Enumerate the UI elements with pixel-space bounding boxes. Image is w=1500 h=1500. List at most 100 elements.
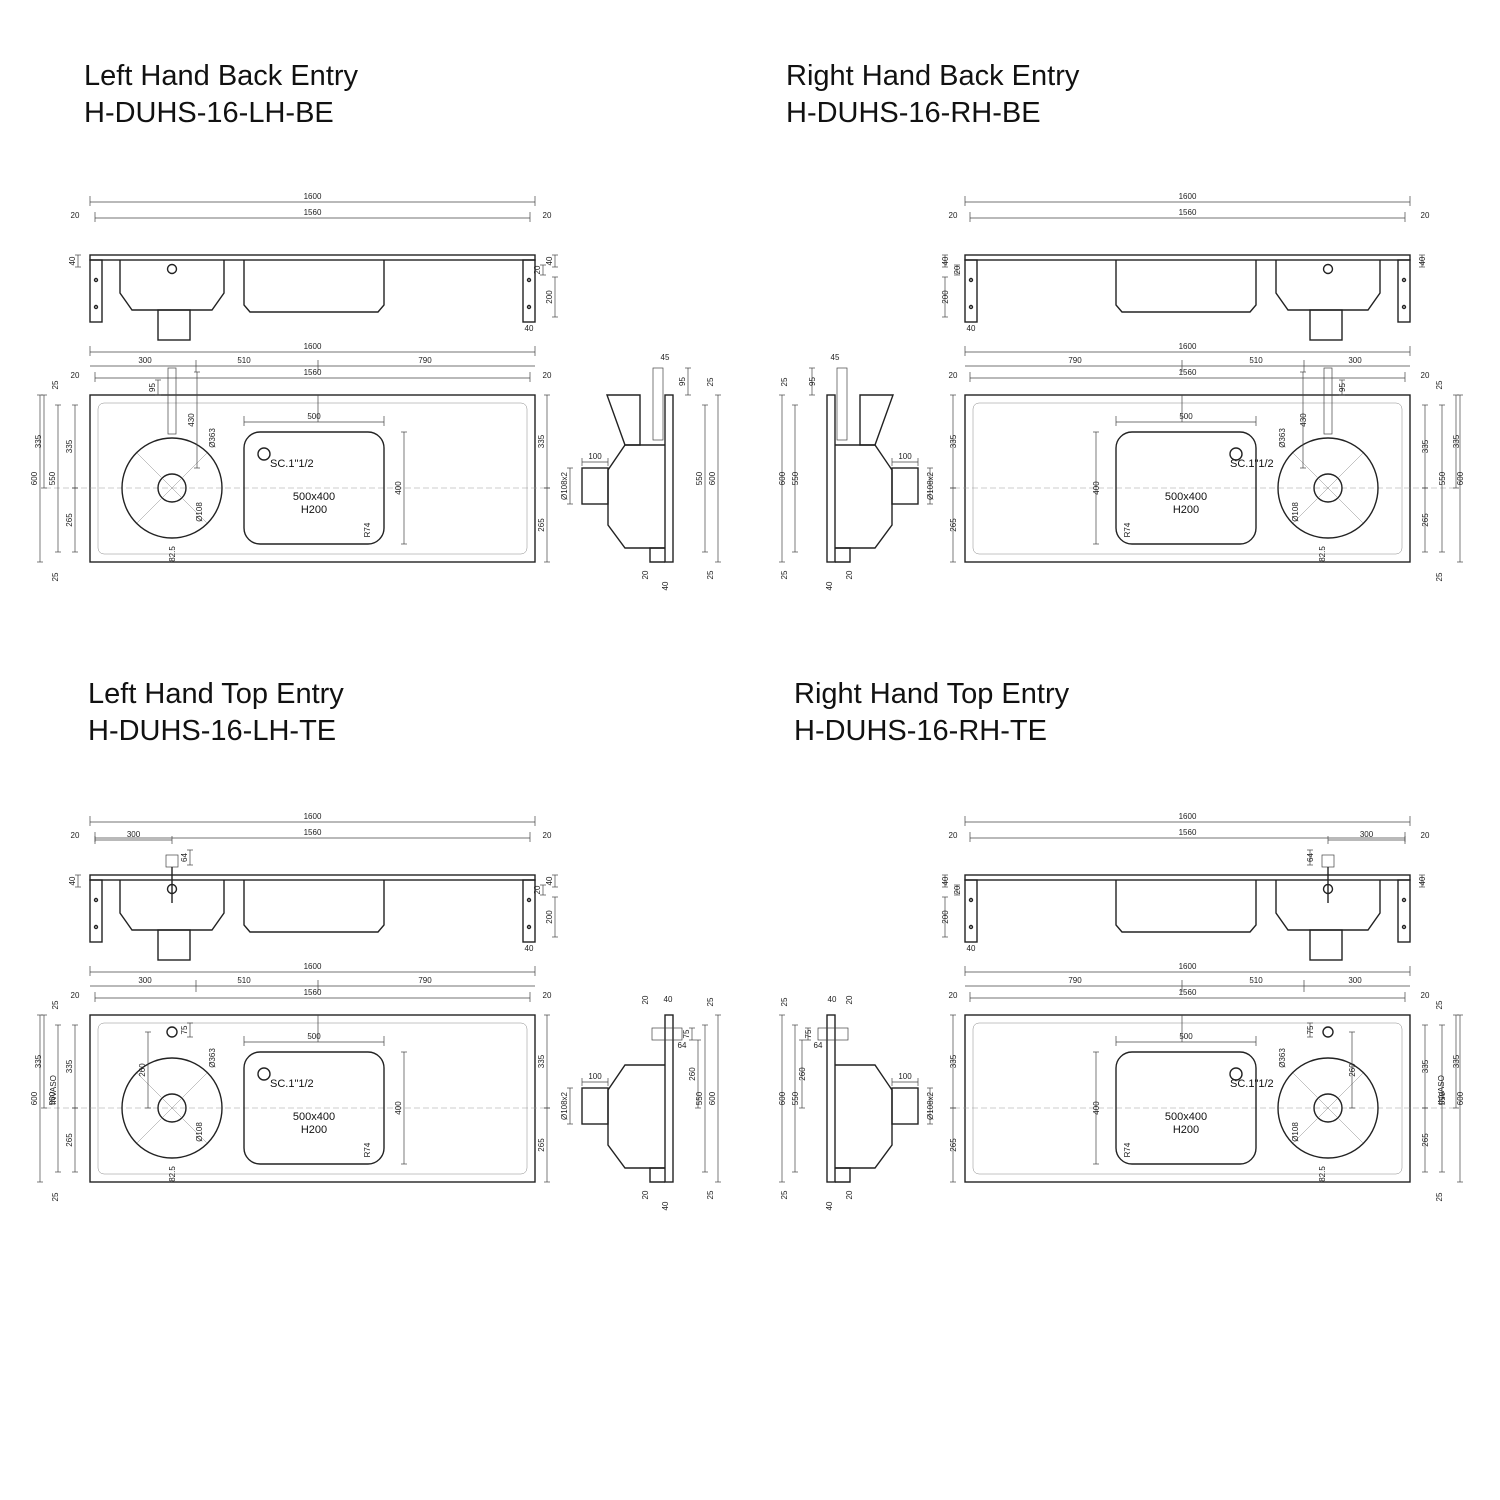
dimension-label: Ø108x2 <box>560 1091 569 1120</box>
dimension-label: 20 <box>1421 831 1430 840</box>
dimension-label: 25 <box>706 997 715 1006</box>
dimension-label: 20 <box>543 211 552 220</box>
dimension-label: 1600 <box>1179 812 1197 821</box>
dimension-label: 1600 <box>1179 192 1197 201</box>
hopper-cross <box>1292 1072 1364 1144</box>
bracket-hole <box>968 277 974 283</box>
dimension-label: 1560 <box>1179 828 1197 837</box>
dimension-label: 1560 <box>1179 368 1197 377</box>
bracket-hole <box>1401 897 1407 903</box>
dimension-label: 20 <box>543 371 552 380</box>
dimension-label: 75 <box>804 1029 813 1038</box>
hopper-outlet <box>1309 929 1343 961</box>
dimension-label: 335 <box>949 1054 958 1068</box>
hopper-outlet <box>157 929 191 961</box>
dimension-label: 400 <box>1092 1101 1101 1115</box>
dimension-label: 1560 <box>1179 988 1197 997</box>
hopper-bowl <box>1275 260 1381 311</box>
dimension-label: 335 <box>537 1054 546 1068</box>
dimension-label: 550 <box>48 1091 57 1105</box>
dimension-label: Ø363 <box>1278 1048 1287 1068</box>
dimension-label: 550 <box>695 1091 704 1105</box>
hopper-bowl-plan <box>121 1057 223 1159</box>
worktop-outline <box>89 394 536 563</box>
bracket-hole <box>93 924 99 930</box>
bracket-hole <box>526 924 532 930</box>
dimension-label: 20 <box>71 211 80 220</box>
dimension-label: 510 <box>237 976 251 985</box>
worktop-edge <box>89 254 536 261</box>
dimension-label: 790 <box>1068 976 1082 985</box>
dimension-label: 500 <box>307 1032 321 1041</box>
dimension-label: Ø108 <box>1291 502 1300 522</box>
dimension-label: 100 <box>898 1072 912 1081</box>
dimension-label: 25 <box>706 1190 715 1199</box>
side-outlet <box>891 467 919 505</box>
hopper-outlet-plan <box>157 1093 187 1123</box>
dimension-label: 335 <box>1452 434 1461 448</box>
dimension-label: 20 <box>641 1190 650 1199</box>
dimension-label: Ø363 <box>1278 428 1287 448</box>
side-bracket-foot <box>835 1167 851 1183</box>
bracket-hole <box>526 277 532 283</box>
bracket-hole <box>968 924 974 930</box>
side-worktop-edge <box>826 394 836 563</box>
dimension-label: 335 <box>65 439 74 453</box>
dimension-label: 20 <box>641 995 650 1004</box>
dimension-label: 200 <box>545 290 554 304</box>
dimension-label: 500 <box>1179 412 1193 421</box>
dimension-label: 550 <box>791 471 800 485</box>
dimension-label: 82.5 <box>1318 1166 1327 1182</box>
dimension-label: 265 <box>65 1133 74 1147</box>
dimension-label: 82.5 <box>168 546 177 562</box>
wall-bracket <box>89 879 103 943</box>
dimension-label: Ø108x2 <box>926 1091 935 1120</box>
brand-text: INVASO <box>49 1075 58 1105</box>
hopper-bowl <box>119 260 225 311</box>
basin-size-label: 500x400 <box>1165 1111 1207 1123</box>
waste-hole <box>257 1067 271 1081</box>
dimension-label: 1600 <box>304 342 322 351</box>
dimension-label: 550 <box>48 471 57 485</box>
bracket-hole <box>526 304 532 310</box>
hopper-cross <box>136 452 208 524</box>
dimension-label: 335 <box>949 434 958 448</box>
waste-hole <box>1229 1067 1243 1081</box>
side-tap-cover <box>859 394 894 446</box>
dimension-label: 600 <box>708 471 717 485</box>
drawing-left-hand-top-entry: Left Hand Top Entry H-DUHS-16-LH-TE 1600… <box>0 620 750 1240</box>
dimension-label: 20 <box>71 991 80 1000</box>
dimension-label: 510 <box>1249 356 1263 365</box>
dimension-label: 265 <box>537 1138 546 1152</box>
waste-label: SC.1"1/2 <box>1230 1078 1274 1090</box>
dimension-label: 20 <box>71 371 80 380</box>
waste-hole <box>1229 447 1243 461</box>
dimension-label: 20 <box>845 1190 854 1199</box>
worktop-outline <box>89 1014 536 1183</box>
tap-hole <box>1322 263 1334 275</box>
bracket-hole <box>1401 277 1407 283</box>
basin-bowl <box>243 880 385 933</box>
dimension-label: 265 <box>949 1138 958 1152</box>
dimension-label: 790 <box>418 976 432 985</box>
drawing-code: H-DUHS-16-RH-TE <box>794 715 1047 747</box>
dimension-label: 40 <box>825 1201 834 1210</box>
dimension-label: 95 <box>148 383 157 392</box>
dimension-label: 335 <box>537 434 546 448</box>
dimension-label: 25 <box>51 380 60 389</box>
dimension-label: 100 <box>898 452 912 461</box>
side-worktop-edge <box>664 1014 674 1183</box>
dimension-label: 75 <box>180 1025 189 1034</box>
dimension-label: Ø108 <box>195 502 204 522</box>
bracket-hole <box>93 897 99 903</box>
dimension-label: 20 <box>71 831 80 840</box>
dimension-label: 45 <box>661 353 670 362</box>
dimension-label: 335 <box>34 434 43 448</box>
dimension-label: 600 <box>778 1091 787 1105</box>
dimension-label: 25 <box>706 570 715 579</box>
side-worktop-edge <box>664 394 674 563</box>
top-tap-fitting <box>1321 854 1335 868</box>
